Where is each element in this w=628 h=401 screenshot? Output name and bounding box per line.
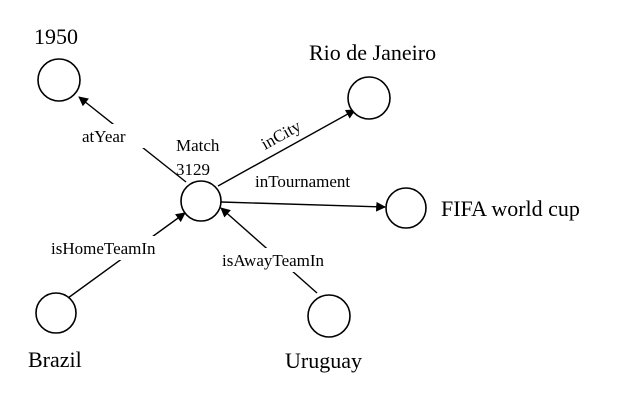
node-home-label: Brazil xyxy=(28,347,82,372)
node-tournament-label: FIFA world cup xyxy=(441,196,580,221)
node-match-label-line1: Match xyxy=(176,136,220,155)
edge-at-year-label: atYear xyxy=(82,127,126,146)
node-tournament xyxy=(385,187,427,229)
node-city-label: Rio de Janeiro xyxy=(309,40,436,65)
node-year xyxy=(37,58,81,102)
node-match-label-line2: 3129 xyxy=(176,160,210,179)
at-year-label-bg xyxy=(79,124,155,148)
node-away xyxy=(307,294,351,338)
node-match xyxy=(180,180,222,222)
is-away-team-in-label-bg xyxy=(219,248,362,272)
edge-in-tournament-label: inTournament xyxy=(255,172,350,191)
edge-in-tournament xyxy=(220,201,386,212)
edge-is-away-team-in-label: isAwayTeamIn xyxy=(222,251,325,270)
node-year-label: 1950 xyxy=(34,24,78,49)
node-home xyxy=(35,292,77,334)
edge-in-city xyxy=(217,109,356,187)
is-home-team-in-label-bg xyxy=(48,236,194,260)
node-city xyxy=(347,76,391,120)
edge-in-city-label: inCity xyxy=(258,116,305,153)
node-away-label: Uruguay xyxy=(285,348,362,373)
edge-is-home-team-in-label: isHomeTeamIn xyxy=(51,239,156,258)
